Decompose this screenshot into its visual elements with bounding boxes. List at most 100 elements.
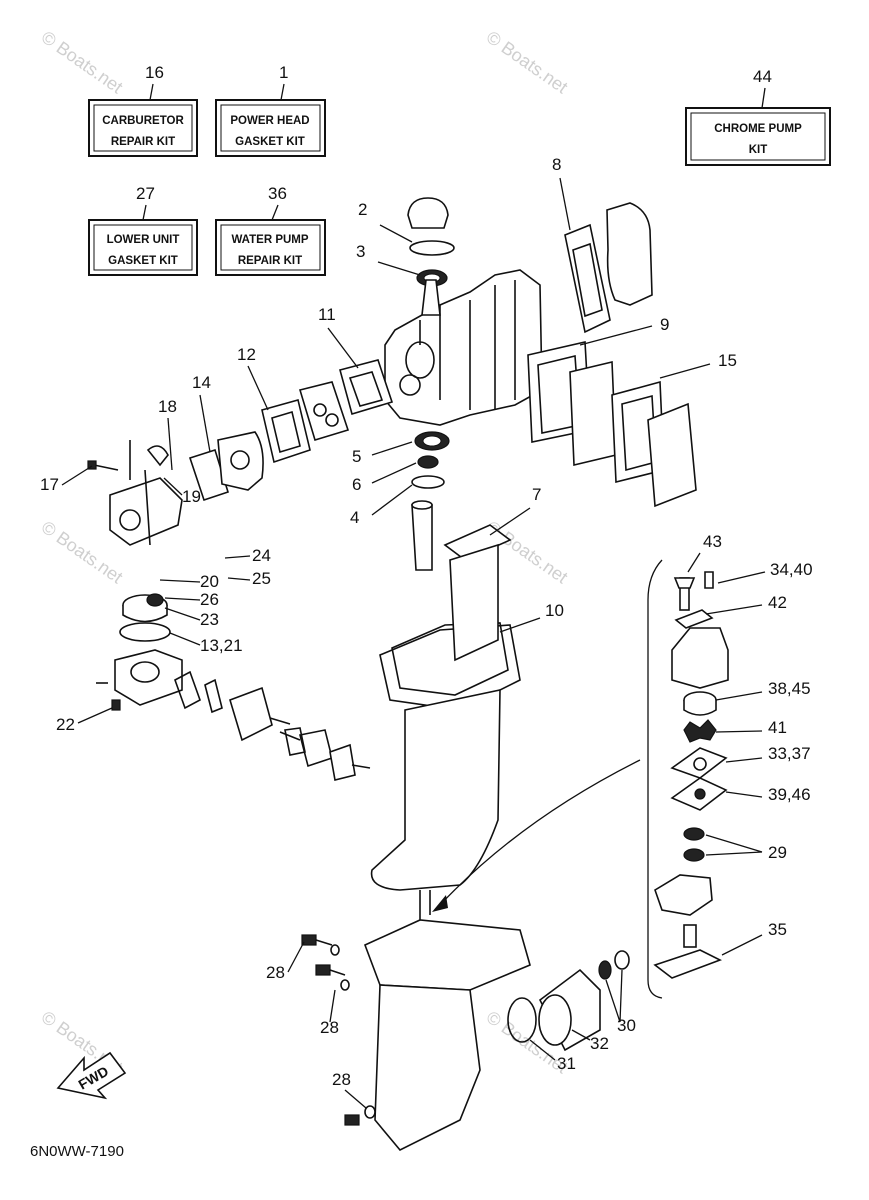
callout-28[interactable]: 28 [320, 989, 339, 1037]
callout-number: 25 [252, 569, 271, 588]
callout-24[interactable]: 24 [224, 546, 271, 565]
callout-number: 28 [266, 963, 285, 982]
callout-30[interactable]: 30 [605, 969, 636, 1035]
kit-chrome-pump[interactable]: 44 CHROME PUMP KIT [685, 67, 831, 166]
callout-number: 3 [356, 242, 365, 261]
watermark-text: © Boats.net [483, 27, 572, 97]
leader-line [717, 571, 766, 584]
leader-line [579, 325, 653, 346]
leader-line [715, 691, 763, 701]
leader-line [167, 417, 173, 471]
callout-41[interactable]: 41 [715, 718, 787, 737]
leader-line [721, 934, 763, 956]
callout-33-37[interactable]: 33,37 [725, 744, 811, 763]
callout-number: 33,37 [768, 744, 811, 763]
callout-35[interactable]: 35 [721, 920, 787, 956]
callout-number: 22 [56, 715, 75, 734]
kit-label-line1: CARBURETOR [102, 115, 184, 127]
leader-line [605, 979, 621, 1023]
callout-number: 6 [352, 475, 361, 494]
callout-39-46[interactable]: 39,46 [725, 785, 811, 804]
kit-water-pump-repair[interactable]: 36 WATER PUMP REPAIR KIT [215, 184, 326, 276]
callout-15[interactable]: 15 [659, 351, 737, 379]
callout-2[interactable]: 2 [358, 200, 413, 243]
power-head-assembly [87, 197, 697, 781]
callout-43[interactable]: 43 [687, 532, 722, 573]
leader-line [327, 327, 359, 369]
callout-32[interactable]: 32 [571, 1029, 609, 1053]
callout-20[interactable]: 20 [159, 572, 219, 591]
callout-19[interactable]: 19 [163, 477, 201, 506]
diagram-code: 6N0WW-7190 [30, 1143, 124, 1160]
callout-number: 5 [352, 447, 361, 466]
kit-power-head-gasket[interactable]: 1 POWER HEAD GASKET KIT [215, 63, 326, 157]
callout-number: 35 [768, 920, 787, 939]
kit-carburetor-repair[interactable]: 16 CARBURETOR REPAIR KIT [88, 63, 198, 157]
kit-lower-unit-gasket[interactable]: 27 LOWER UNIT GASKET KIT [88, 184, 198, 276]
kit-label-line1: LOWER UNIT [107, 234, 180, 246]
callout-8[interactable]: 8 [552, 155, 571, 231]
leader-line [159, 579, 201, 583]
leader-line [371, 484, 413, 516]
callout-number: 17 [40, 475, 59, 494]
callout-number: 2 [358, 200, 367, 219]
callout-14[interactable]: 14 [192, 373, 211, 453]
callout-6[interactable]: 6 [352, 462, 417, 494]
callout-13-21[interactable]: 13,21 [169, 632, 243, 655]
callout-42[interactable]: 42 [705, 593, 787, 615]
leader-line [199, 394, 211, 453]
callout-number: 13,21 [200, 636, 243, 655]
kit-number: 27 [136, 184, 155, 203]
callout-34-40[interactable]: 34,40 [717, 560, 813, 584]
leader-line [705, 604, 763, 615]
callout-31[interactable]: 31 [529, 1039, 576, 1073]
kit-label-line2: GASKET KIT [235, 136, 305, 148]
leader-line [379, 224, 413, 243]
callout-28[interactable]: 28 [266, 941, 305, 982]
kit-label-line2: GASKET KIT [108, 255, 178, 267]
callout-number: 29 [768, 843, 787, 862]
leader-line [77, 707, 113, 724]
leader-line [329, 989, 336, 1023]
callout-4[interactable]: 4 [350, 484, 413, 527]
callout-9[interactable]: 9 [579, 315, 669, 346]
leader-line [164, 597, 201, 601]
callout-28[interactable]: 28 [332, 1070, 367, 1109]
leader-line [371, 462, 417, 484]
callout-10[interactable]: 10 [499, 601, 564, 633]
callout-22[interactable]: 22 [56, 707, 113, 734]
callout-number: 20 [200, 572, 219, 591]
callout-7[interactable]: 7 [489, 485, 541, 536]
callout-25[interactable]: 25 [227, 569, 271, 588]
callout-number: 14 [192, 373, 211, 392]
callout-38-45[interactable]: 38,45 [715, 679, 811, 701]
callout-11[interactable]: 11 [318, 305, 359, 369]
kit-number: 36 [268, 184, 287, 203]
leader-line [705, 851, 763, 856]
callout-number: 41 [768, 718, 787, 737]
callout-18[interactable]: 18 [158, 397, 177, 471]
callout-number: 23 [200, 610, 219, 629]
leader-line [619, 969, 623, 1023]
leader-line [659, 363, 711, 379]
callout-29[interactable]: 29 [705, 834, 787, 862]
leader-line [224, 555, 251, 559]
callout-5[interactable]: 5 [352, 441, 413, 466]
leader-line [164, 607, 201, 621]
kit-label-line1: POWER HEAD [230, 115, 309, 127]
leader-line [705, 834, 763, 853]
kit-number: 16 [145, 63, 164, 82]
callout-23[interactable]: 23 [164, 607, 219, 629]
leader-line [169, 632, 201, 646]
callout-26[interactable]: 26 [164, 590, 219, 609]
callout-12[interactable]: 12 [237, 345, 269, 411]
leader-line [287, 941, 305, 973]
callout-3[interactable]: 3 [356, 242, 421, 276]
callout-17[interactable]: 17 [40, 465, 93, 494]
callout-number: 24 [252, 546, 271, 565]
kit-number: 44 [753, 67, 772, 86]
callout-number: 28 [320, 1018, 339, 1037]
leader-line [163, 477, 183, 496]
